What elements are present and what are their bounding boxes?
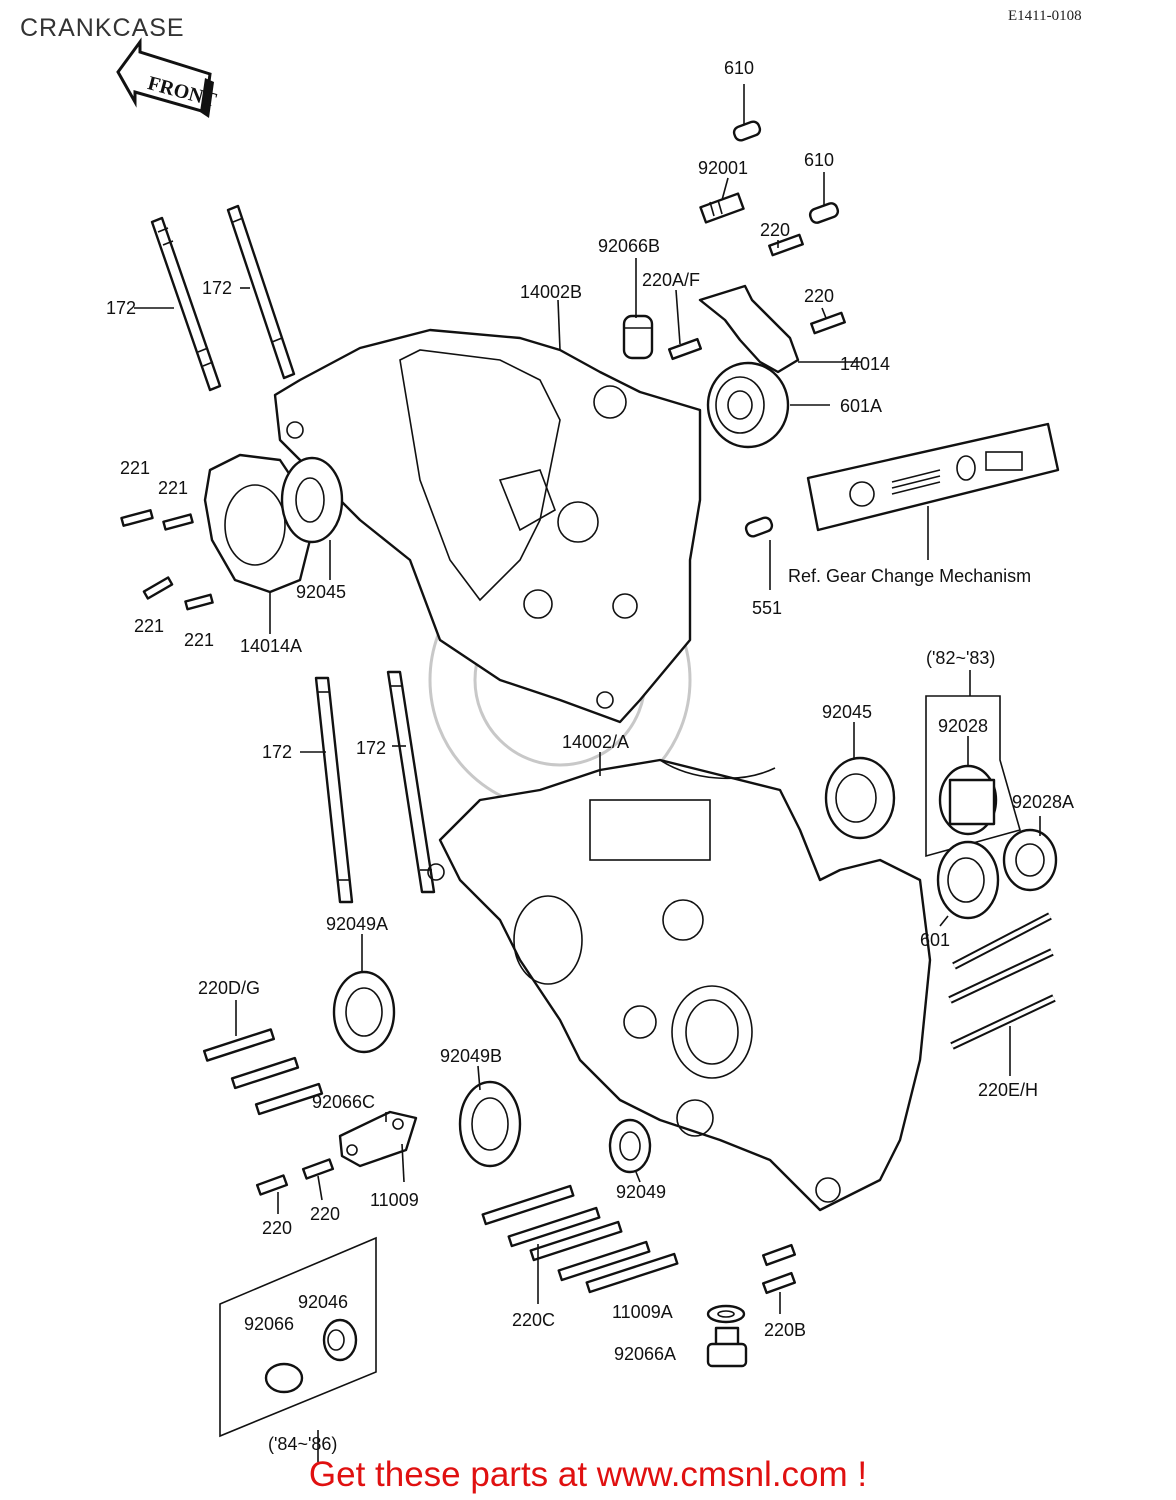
bolt-220-a [768, 233, 804, 257]
bearing-601 [936, 840, 1000, 920]
label-601: 601 [920, 930, 950, 950]
seal-92049 [608, 1118, 652, 1174]
label-14014A: 14014A [240, 636, 302, 656]
bearing-92028 [938, 764, 998, 836]
label-220EH: 220E/H [978, 1080, 1038, 1100]
bearing-92045-upper [280, 456, 344, 544]
label-221-c: 221 [134, 616, 164, 636]
label-92045-lower: 92045 [822, 702, 872, 722]
label-172-upper-left: 172 [106, 298, 136, 318]
label-221-b: 221 [158, 478, 188, 498]
label-92066: 92066 [244, 1314, 294, 1334]
label-601A: 601A [840, 396, 882, 416]
label-92001: 92001 [698, 158, 748, 178]
bearing-601A [706, 361, 790, 449]
label-610-top: 610 [724, 58, 754, 78]
retainer-14014 [698, 284, 800, 374]
label-220B: 220B [764, 1320, 806, 1340]
box-84-86 [219, 1236, 377, 1438]
label-92049B: 92049B [440, 1046, 502, 1066]
label-172-upper-right: 172 [202, 278, 232, 298]
label-11009A: 11009A [612, 1302, 673, 1322]
label-220DG: 220D/G [198, 978, 260, 998]
bolts-220DG [202, 1028, 324, 1116]
label-220-right: 220 [310, 1204, 340, 1224]
label-82-83: ('82~'83) [926, 648, 995, 668]
box-82-83 [925, 695, 1021, 858]
label-14002A: 14002/A [562, 732, 629, 752]
leader-lines [134, 84, 1041, 1462]
label-11009: 11009 [370, 1190, 419, 1210]
label-220-b: 220 [804, 286, 834, 306]
bearing-92045-lower [824, 756, 896, 840]
label-220-a: 220 [760, 220, 790, 240]
label-92066C: 92066C [312, 1092, 375, 1112]
callout-labels: 610 92001 610 220 92066B 220A/F 220 1400… [106, 58, 1074, 1454]
label-ref-gear-change: Ref. Gear Change Mechanism [788, 566, 1031, 586]
stud-172-upper-right [226, 204, 296, 380]
bolts-220EH [948, 912, 1056, 1050]
promo-footer: Get these parts at www.cmsnl.com ! [308, 1455, 868, 1494]
label-172-lower-left: 172 [262, 742, 292, 762]
label-610-right: 610 [804, 150, 834, 170]
bolts-220B [761, 1243, 797, 1295]
diagram-id: E1411-0108 [1008, 8, 1082, 24]
pin-610-right [808, 202, 840, 224]
pin-610-top [732, 120, 762, 142]
plug-92066A [706, 1326, 748, 1368]
crankcase-half-14002B [273, 328, 702, 724]
plate-92066C [338, 1110, 418, 1168]
label-92046: 92046 [298, 1292, 348, 1312]
label-92049: 92049 [616, 1182, 666, 1202]
screw-221 [120, 509, 214, 611]
label-221-d: 221 [184, 630, 214, 650]
cap-92066B [622, 314, 654, 360]
stud-172-lower-left [314, 676, 354, 904]
label-92066A: 92066A [614, 1344, 676, 1364]
fitting-92001 [699, 192, 745, 224]
label-92028A: 92028A [1012, 792, 1074, 812]
label-172-lower-right: 172 [356, 738, 386, 758]
ref-gear-change-box [806, 422, 1060, 532]
label-92045-upper: 92045 [296, 582, 346, 602]
label-220AF: 220A/F [642, 270, 700, 290]
bolt-220-b [810, 311, 846, 335]
label-220C: 220C [512, 1310, 555, 1330]
bolt-220AF [667, 337, 703, 361]
label-92028: 92028 [938, 716, 988, 736]
crankcase-half-14002A [427, 758, 932, 1212]
label-221-a: 221 [120, 458, 150, 478]
page-title: CRANKCASE [20, 14, 185, 42]
bolts-220C [481, 1184, 679, 1294]
label-551: 551 [752, 598, 782, 618]
stud-172-lower-right [386, 670, 436, 894]
label-14002B: 14002B [520, 282, 582, 302]
seal-92049A [332, 970, 396, 1054]
label-220-left: 220 [262, 1218, 292, 1238]
bolts-220-small [255, 1158, 335, 1196]
front-arrow-icon: FRONT [116, 37, 219, 118]
pin-551 [744, 516, 774, 538]
label-92066B: 92066B [598, 236, 660, 256]
label-14014: 14014 [840, 354, 890, 374]
bearing-92028A [1002, 828, 1058, 892]
washer-11009A [706, 1304, 746, 1324]
stud-172-upper-left [150, 216, 222, 392]
seal-92049B [458, 1080, 522, 1168]
label-84-86: ('84~'86) [268, 1434, 337, 1454]
label-92049A: 92049A [326, 914, 388, 934]
